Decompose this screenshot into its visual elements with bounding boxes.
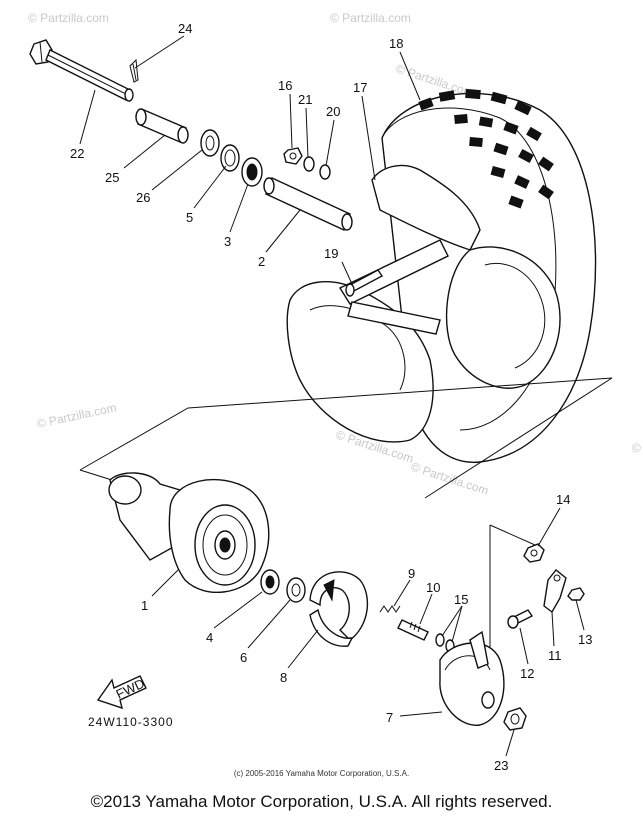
callout-8: 8	[280, 670, 287, 685]
callout-10: 10	[426, 580, 440, 595]
seal-6	[286, 577, 306, 603]
watermark: ©	[632, 441, 641, 455]
callout-19: 19	[324, 246, 338, 261]
callout-2: 2	[258, 254, 265, 269]
nut-13	[567, 587, 585, 601]
bolt-19	[345, 269, 384, 297]
callout-6: 6	[240, 650, 247, 665]
callout-12: 12	[520, 666, 534, 681]
wheel-rim	[286, 164, 561, 443]
tread-lugs	[418, 88, 554, 209]
callout-13: 13	[578, 632, 592, 647]
callout-labels: 24 18 16 21 20 17 22 25 26 5 3 2 19 1 4 …	[70, 21, 592, 773]
nut-23	[503, 707, 527, 731]
brake-hub-1	[108, 472, 270, 594]
callout-24: 24	[178, 21, 192, 36]
cotter-pin-24	[129, 58, 139, 83]
nut-16	[283, 147, 303, 165]
callout-11: 11	[548, 648, 562, 663]
callout-20: 20	[326, 104, 340, 119]
callout-22: 22	[70, 146, 84, 161]
washer-20	[319, 164, 331, 180]
callout-18: 18	[389, 36, 403, 51]
watermark: © Partzilla.com	[36, 400, 118, 431]
watermark: © Partzilla.com	[409, 460, 490, 498]
bearing-5	[220, 144, 240, 172]
callout-3: 3	[224, 234, 231, 249]
small-copyright: (c) 2005-2016 Yamaha Motor Corporation, …	[233, 769, 410, 778]
callout-25: 25	[105, 170, 119, 185]
diagram-code: 24W110-3300	[88, 715, 174, 729]
callout-9: 9	[408, 566, 415, 581]
callout-5: 5	[186, 210, 193, 225]
callout-21: 21	[298, 92, 312, 107]
fwd-label: FWD	[114, 676, 147, 702]
spacer-25	[135, 108, 189, 144]
collar-2	[263, 177, 353, 231]
washer-21	[303, 156, 315, 172]
callout-26: 26	[136, 190, 150, 205]
callout-23: 23	[494, 758, 508, 773]
callout-14: 14	[556, 492, 570, 507]
watermark: © Partzilla.com	[28, 11, 109, 25]
spring-9	[379, 605, 401, 613]
oil-seal-26	[200, 129, 220, 157]
callout-7: 7	[386, 710, 393, 725]
fwd-arrow: FWD	[96, 675, 147, 710]
camshaft-lever-11	[543, 569, 567, 614]
camshaft-10	[397, 619, 429, 641]
brake-shoe-plate-7	[439, 630, 505, 726]
seal-4	[260, 569, 280, 595]
callout-1: 1	[141, 598, 148, 613]
callout-16: 16	[278, 78, 292, 93]
copyright-notice: ©2013 Yamaha Motor Corporation, U.S.A. A…	[90, 792, 553, 811]
callout-15: 15	[454, 592, 468, 607]
leader-lines	[79, 35, 585, 757]
bearing-3	[241, 157, 263, 187]
callout-4: 4	[206, 630, 213, 645]
axle-bolt-22	[29, 39, 134, 102]
callout-17: 17	[353, 80, 367, 95]
nut-14	[523, 543, 545, 563]
brake-shoe-8	[309, 571, 369, 647]
bolt-12	[507, 609, 534, 629]
watermark: © Partzilla.com	[330, 11, 411, 25]
